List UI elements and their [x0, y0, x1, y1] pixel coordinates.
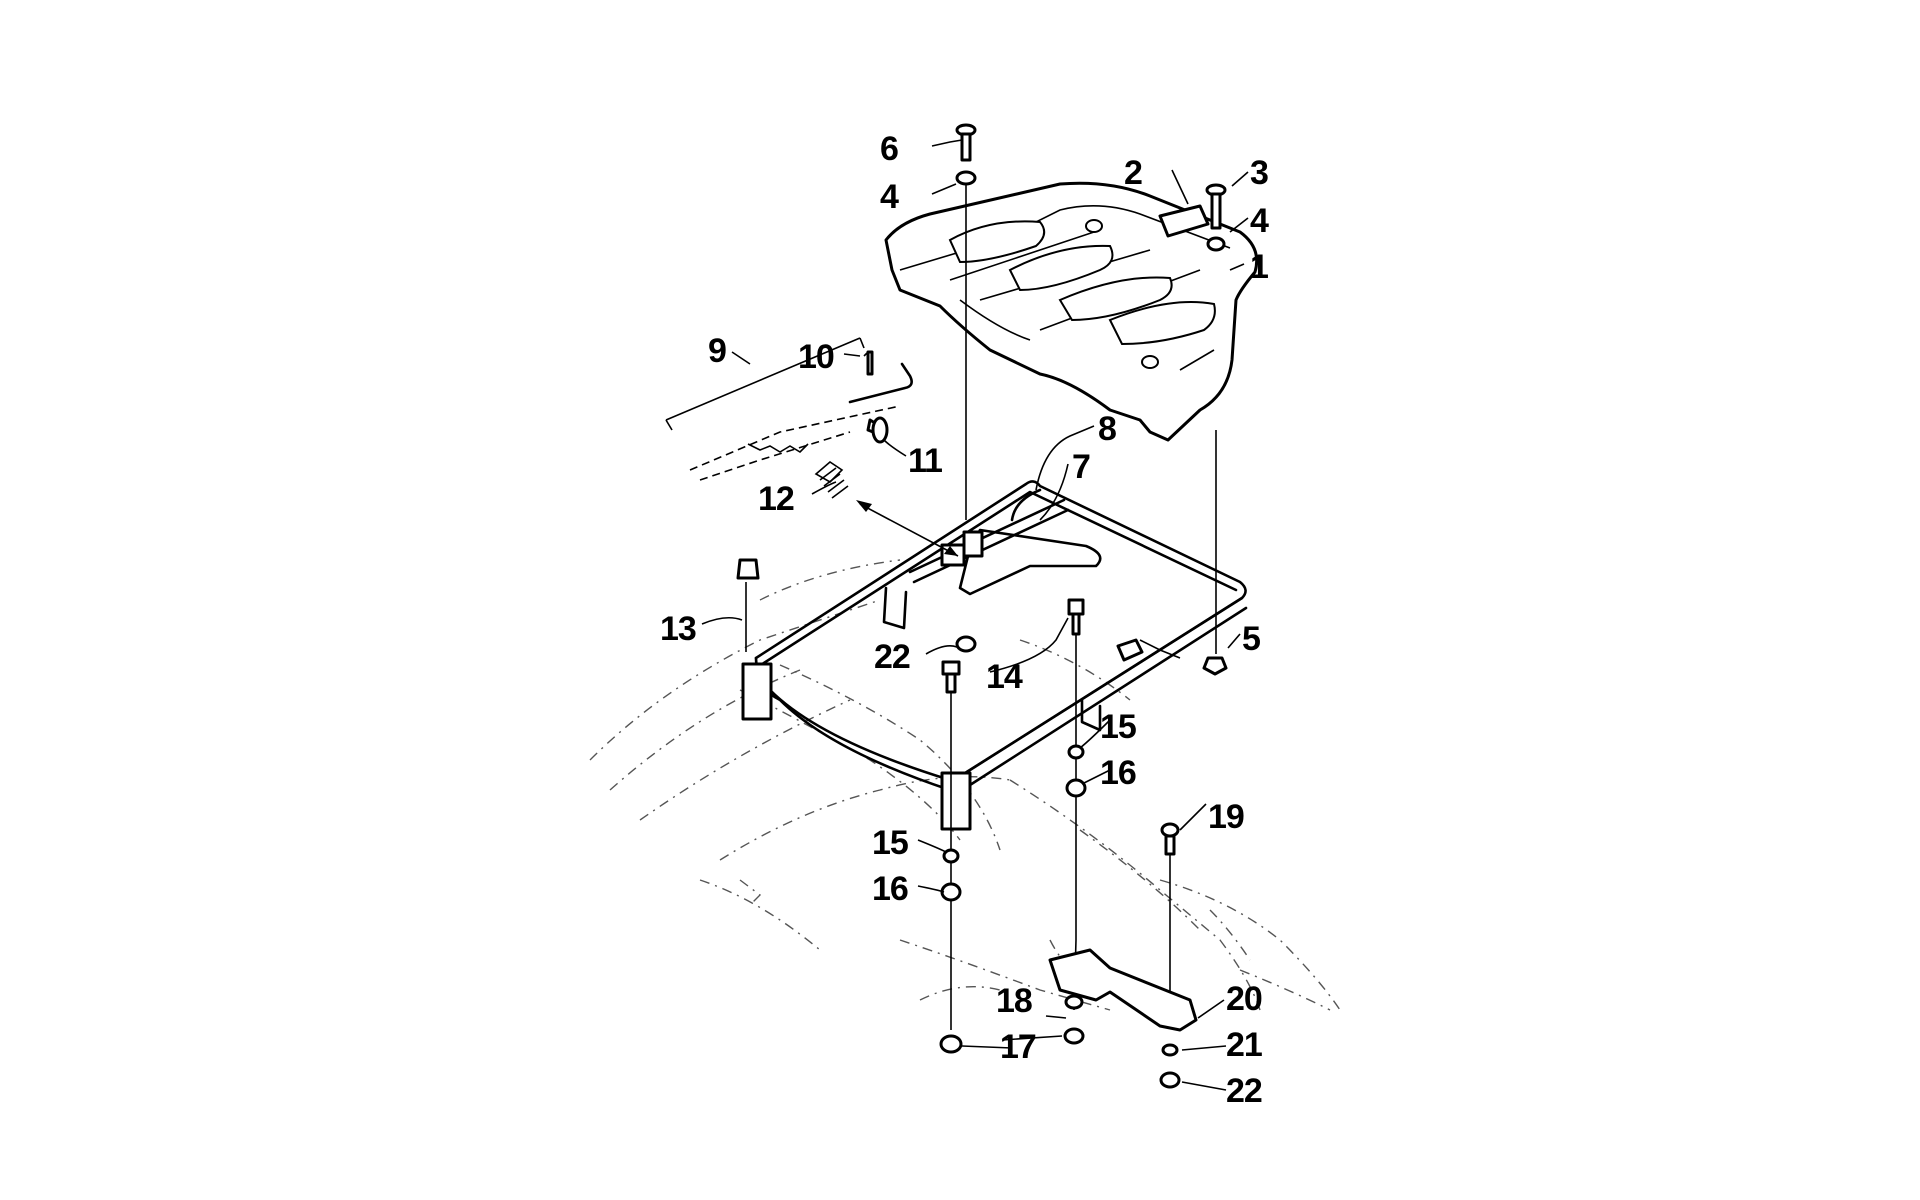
- callout-11: 11: [908, 442, 942, 480]
- callout-labels: 1 2 3 4 4 5 6 7 8 9 10 11 12 13 14 15 15…: [660, 130, 1270, 1110]
- fastener-shapes-top: [955, 123, 1228, 676]
- cargo-rack-top: [884, 181, 1259, 442]
- callout-22-left: 22: [874, 638, 910, 676]
- rack-frame: [741, 480, 1248, 831]
- callout-12: 12: [758, 480, 794, 518]
- callout-14: 14: [986, 658, 1023, 696]
- callout-13: 13: [660, 610, 696, 648]
- callout-15-left: 15: [872, 824, 908, 862]
- callout-15-right: 15: [1100, 708, 1136, 746]
- callout-4-left: 4: [880, 178, 899, 216]
- callout-21: 21: [1226, 1026, 1262, 1064]
- callout-1: 1: [1250, 248, 1268, 286]
- mounting-bracket: [1048, 948, 1198, 1032]
- callout-20: 20: [1226, 980, 1262, 1018]
- callout-16-right: 16: [1100, 754, 1136, 792]
- callout-7: 7: [1072, 448, 1090, 486]
- callout-5: 5: [1242, 620, 1260, 658]
- frame-hardware: [736, 558, 1181, 694]
- callout-3: 3: [1250, 154, 1268, 192]
- callout-9: 9: [708, 332, 726, 370]
- callout-10: 10: [798, 338, 834, 376]
- callout-8: 8: [1098, 410, 1116, 448]
- callout-4-right: 4: [1250, 202, 1269, 240]
- callout-16-left: 16: [872, 870, 908, 908]
- callout-18: 18: [996, 982, 1032, 1020]
- callout-6: 6: [880, 130, 898, 168]
- callout-2: 2: [1124, 154, 1142, 192]
- hitch-pin-group: [665, 337, 959, 557]
- callout-leaders: [701, 139, 1249, 1091]
- callout-19: 19: [1208, 798, 1244, 836]
- decal: [1158, 204, 1210, 238]
- callout-22-bottom: 22: [1226, 1072, 1262, 1110]
- callout-17: 17: [1000, 1028, 1036, 1066]
